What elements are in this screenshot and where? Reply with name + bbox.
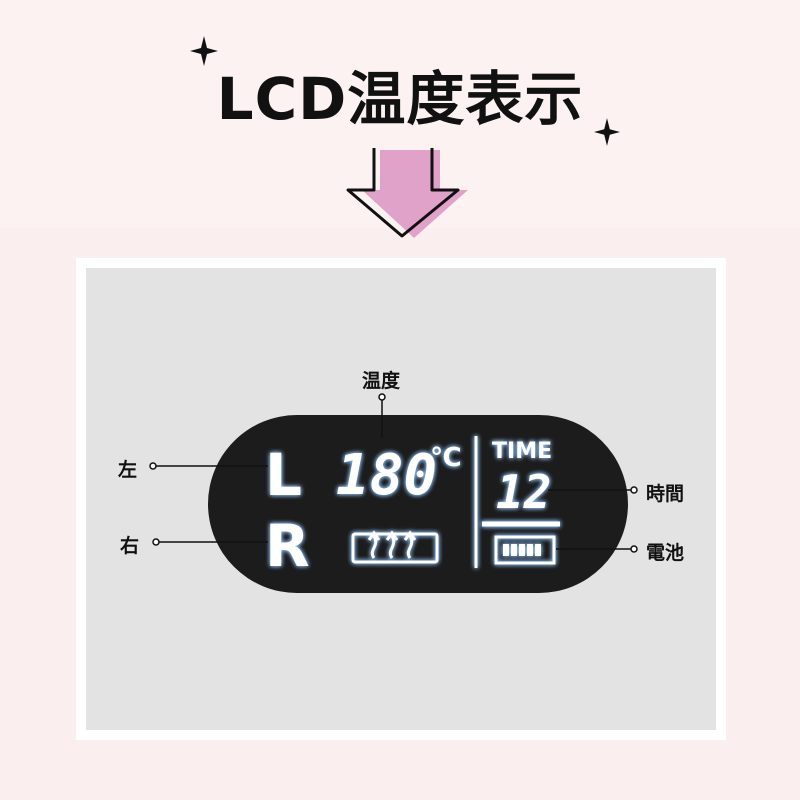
time-label: TIME [492, 439, 552, 464]
sparkle-icon-left [190, 36, 218, 66]
page-title: LCD温度表示 [216, 65, 584, 133]
heating-icon [351, 530, 439, 564]
temperature-unit: ℃ [430, 443, 461, 473]
callout-time: 時間 [646, 483, 685, 505]
sparkle-icon-right [594, 118, 620, 146]
callout-lines [149, 393, 638, 553]
battery-icon [494, 535, 556, 565]
callout-battery: 電池 [646, 542, 685, 564]
callout-left: 左 [118, 459, 138, 481]
callout-temperature: 温度 [362, 370, 401, 392]
left-indicator: L [265, 441, 302, 509]
time-value: 12 [496, 465, 551, 519]
callout-right: 右 [120, 535, 140, 557]
right-indicator: R [265, 512, 310, 580]
temperature-value: 180 [336, 443, 437, 508]
down-arrow-icon [346, 148, 468, 238]
